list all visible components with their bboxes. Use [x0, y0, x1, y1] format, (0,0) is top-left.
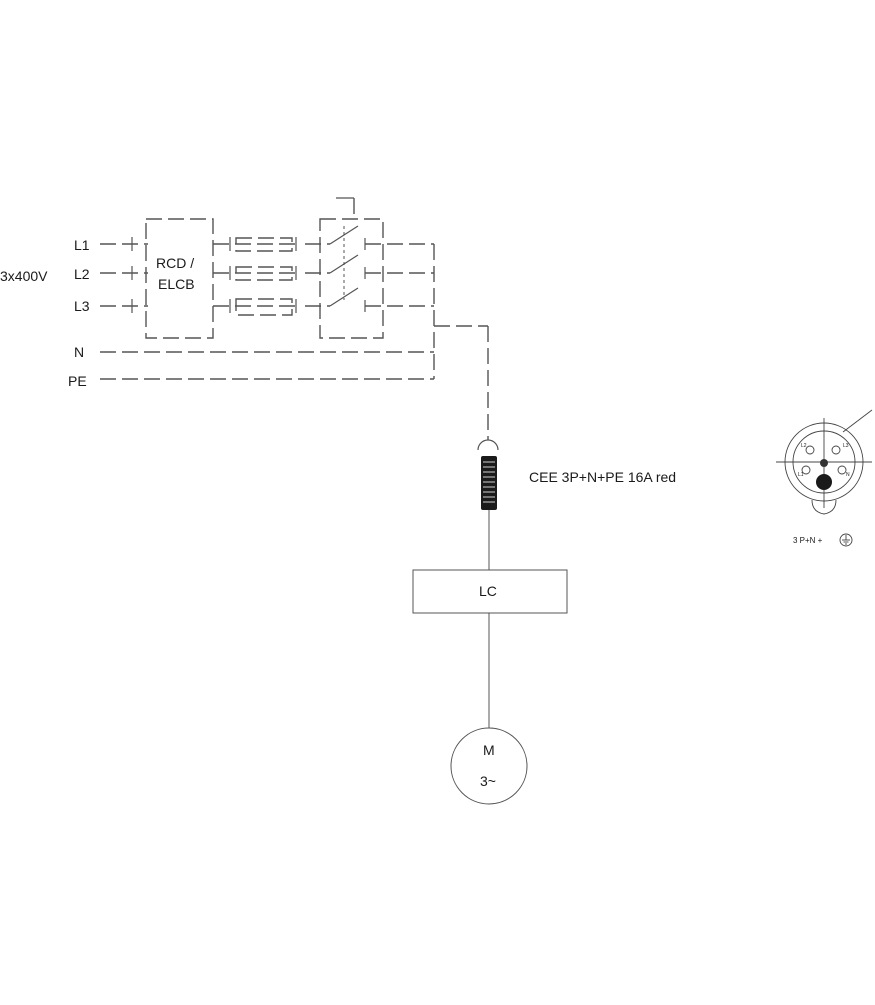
fuse-l3 — [235, 298, 293, 316]
socket-pin-l2: L2 — [801, 443, 807, 449]
phase-l1-label: L1 — [74, 237, 90, 253]
fuse-l1 — [235, 237, 293, 252]
rcd-label-line2: ELCB — [158, 276, 195, 292]
socket-pin-l3: L3 — [843, 443, 849, 449]
lc-label: LC — [479, 583, 497, 599]
rcd-label-line1: RCD / — [156, 255, 194, 271]
socket-pinout-icon: L1 L2 L3 N — [776, 409, 873, 515]
phase-l3-label: L3 — [74, 298, 90, 314]
socket-pin-l1: L1 — [798, 472, 804, 478]
motor-symbol — [450, 727, 528, 805]
motor-label-m: M — [483, 742, 495, 758]
socket-pinout-caption: 3 P+N + — [793, 536, 823, 545]
neutral-pe-lines — [100, 244, 435, 380]
rcd-output-lines — [213, 237, 297, 313]
phase-l2-label: L2 — [74, 266, 90, 282]
rcd-box — [145, 218, 214, 339]
cee-plug-symbol — [481, 456, 497, 510]
supply-voltage-label: 3x400V — [0, 268, 48, 284]
socket-pin-n: N — [846, 472, 850, 478]
incoming-phase-lines — [100, 237, 148, 313]
earth-label: PE — [68, 373, 87, 389]
plug-label: CEE 3P+N+PE 16A red — [529, 469, 676, 485]
neutral-label: N — [74, 344, 84, 360]
lc-box — [412, 569, 568, 614]
earth-symbol-icon — [839, 533, 853, 547]
fuse-l2 — [235, 266, 293, 281]
cable-to-plug — [434, 325, 499, 451]
main-switch — [305, 197, 434, 339]
motor-label-phase: 3~ — [480, 773, 496, 789]
fuse-group — [235, 237, 293, 316]
